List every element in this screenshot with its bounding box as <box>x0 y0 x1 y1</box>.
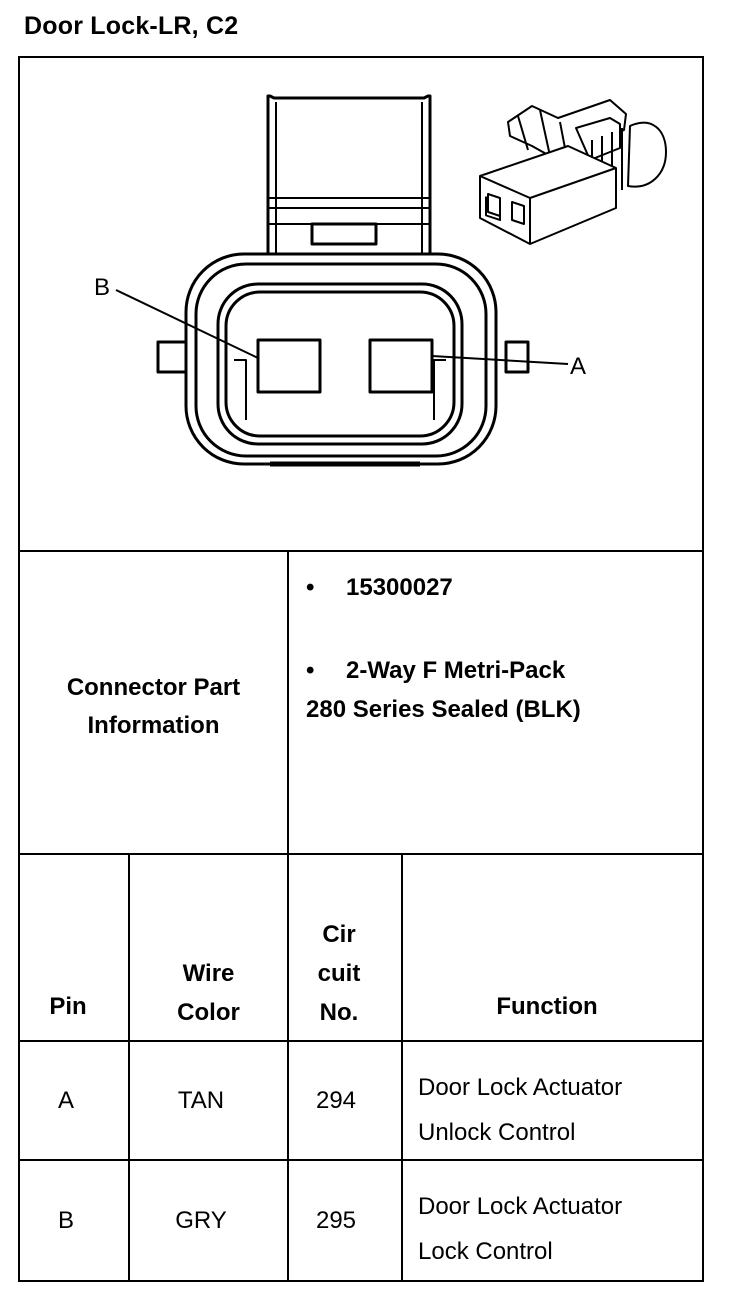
connector-sheet <box>18 56 704 1282</box>
divider-drawing <box>18 550 704 552</box>
divider-info <box>287 552 289 854</box>
connector-isometric-view <box>479 99 667 245</box>
connector-face-view <box>115 94 569 467</box>
row-b-pin: B <box>58 1207 75 1234</box>
row-a-function-line1: Door Lock Actuator <box>418 1074 623 1101</box>
header-circuit-no: Cir cuit No. <box>289 915 389 1032</box>
pin-label-b: B <box>94 274 110 301</box>
header-wire-color: Wire Color <box>130 954 287 1032</box>
row-b-function: Door Lock Actuator Lock Control <box>418 1184 622 1274</box>
part-description-line2: 280 Series Sealed (BLK) <box>306 696 581 723</box>
divider-row-1 <box>18 1159 704 1161</box>
header-circuit-line3: No. <box>319 999 359 1026</box>
part-description-item: • 2-Way F Metri-Pack 280 Series Sealed (B… <box>306 651 581 729</box>
row-a-circuit: 294 <box>315 1087 357 1114</box>
part-number-item: • 15300027 <box>306 574 453 602</box>
cavity-b <box>256 338 322 394</box>
cavity-a <box>368 338 434 394</box>
header-wire-color-line1: Wire <box>182 960 235 987</box>
connector-info-label: Connector Part Information <box>20 669 287 745</box>
row-a-function-line2: Unlock Control <box>418 1119 576 1146</box>
page-title: Door Lock-LR, C2 <box>24 12 239 40</box>
divider-col-1 <box>128 855 130 1282</box>
row-b-wire-color: GRY <box>175 1207 227 1234</box>
bullet-icon: • <box>306 657 315 684</box>
connector-info-label-line1: Connector Part <box>66 674 241 701</box>
divider-header <box>18 1040 704 1042</box>
row-a-pin: A <box>58 1087 75 1114</box>
part-description-line1: 2-Way F Metri-Pack <box>346 657 566 684</box>
header-pin: Pin <box>49 993 87 1020</box>
header-circuit-line2: cuit <box>317 960 361 987</box>
row-b-function-line2: Lock Control <box>418 1238 553 1265</box>
header-function: Function <box>496 993 598 1020</box>
connector-diagram: B A <box>94 94 667 467</box>
row-a-wire-color: TAN <box>177 1087 225 1114</box>
divider-col-3 <box>401 855 403 1282</box>
leader-line-a <box>431 355 569 365</box>
row-a-function: Door Lock Actuator Unlock Control <box>418 1065 622 1155</box>
header-circuit-line1: Cir <box>322 921 356 948</box>
row-b-function-line1: Door Lock Actuator <box>418 1193 623 1220</box>
divider-info-bottom <box>18 853 704 855</box>
connector-info-label-line2: Information <box>87 712 220 739</box>
bullet-icon: • <box>306 574 315 601</box>
row-b-circuit: 295 <box>315 1207 357 1234</box>
divider-col-2 <box>287 855 289 1282</box>
pin-label-a: A <box>570 353 586 380</box>
leader-line-b <box>115 289 259 359</box>
part-number: 15300027 <box>346 574 453 601</box>
header-wire-color-line2: Color <box>177 999 240 1026</box>
